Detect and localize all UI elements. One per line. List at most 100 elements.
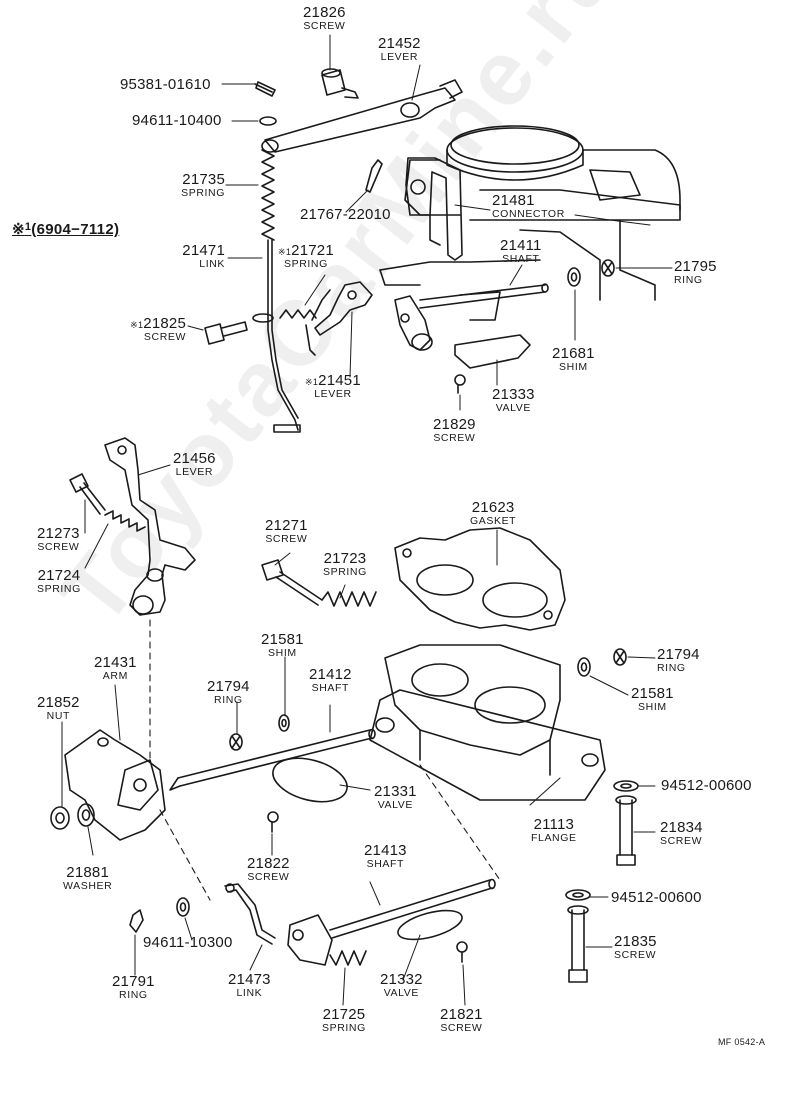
- part-name: CONNECTOR: [492, 208, 565, 220]
- screw-21821-drawing: [456, 941, 468, 963]
- part-name: SCREW: [143, 331, 186, 343]
- callout-21835: 21835 SCREW: [614, 934, 657, 961]
- callout-21456: 21456 LEVER: [173, 451, 216, 478]
- part-number: 21791: [112, 973, 155, 990]
- part-number: 21721: [291, 242, 334, 259]
- flange-21113-drawing: [369, 644, 606, 801]
- callout-21273: 21273 SCREW: [37, 526, 80, 553]
- part-number: 21826: [303, 4, 346, 21]
- screw-21273-drawing: [69, 473, 106, 515]
- callout-21331: 21331 VALVE: [374, 784, 417, 811]
- part-name: SHAFT: [366, 858, 405, 870]
- part-name: SPRING: [322, 1022, 366, 1034]
- part-number: 21794: [207, 678, 250, 695]
- callout-21431: 21431 ARM: [94, 655, 137, 682]
- washer-21881-drawing: [77, 803, 95, 827]
- callout-21735: 21735 SPRING: [165, 172, 225, 199]
- callout-21829: 21829 SCREW: [433, 417, 476, 444]
- part-number: 21623: [471, 499, 515, 516]
- part-number: 21333: [492, 386, 535, 403]
- shaft-21413-drawing: [287, 878, 496, 966]
- callout-21623: 21623 GASKET: [470, 500, 516, 527]
- series-note: ※1(6904−7112): [12, 221, 120, 238]
- washer-94611-10400-drawing: [259, 116, 277, 126]
- part-number: 21724: [37, 567, 81, 584]
- part-name: NUT: [46, 710, 71, 722]
- spring-21735-drawing: [261, 149, 275, 241]
- callout-21723: 21723 SPRING: [323, 551, 367, 578]
- part-name: VALVE: [383, 987, 419, 999]
- part-number: 21471: [182, 242, 225, 259]
- callout-21333: 21333 VALVE: [492, 387, 535, 414]
- part-number: 21825: [143, 315, 186, 332]
- callout-21113: 21113 FLANGE: [531, 817, 577, 844]
- callout-21834: 21834 SCREW: [660, 820, 703, 847]
- pin-95381-drawing: [254, 81, 276, 97]
- callout-21411: 21411 SHAFT: [500, 238, 542, 265]
- part-name: SCREW: [265, 533, 308, 545]
- washer-94512-upper-drawing: [613, 780, 639, 792]
- series-code: 1: [24, 221, 32, 233]
- part-name: SHIM: [559, 361, 588, 373]
- part-number: 21431: [94, 654, 137, 671]
- screw-21826-drawing: [321, 68, 359, 99]
- callout-21795: 21795 RING: [674, 259, 717, 286]
- part-name: LINK: [236, 987, 263, 999]
- callout-21451: ※121451 LEVER: [305, 373, 361, 400]
- callout-21791: 21791 RING: [112, 974, 155, 1001]
- callout-21767-22010: 21767-22010: [300, 206, 391, 223]
- part-name: SPRING: [37, 583, 81, 595]
- link-21471-drawing: [252, 239, 301, 433]
- part-name: SCREW: [440, 1022, 483, 1034]
- callout-94512-00600-lower: 94512-00600: [611, 889, 702, 906]
- series-marker: ※1: [130, 320, 144, 330]
- shim-21581-right-drawing: [577, 657, 591, 677]
- screw-21835-drawing: [567, 905, 589, 983]
- part-name: SPRING: [181, 187, 225, 199]
- lever-21451-drawing: [314, 281, 373, 336]
- ring-21791-drawing: [129, 909, 144, 933]
- screw-21825-drawing: [204, 321, 248, 345]
- cotter-pin-21767-drawing: [365, 159, 383, 193]
- part-name: SCREW: [433, 432, 476, 444]
- part-name: VALVE: [377, 799, 413, 811]
- callout-21721: ※121721 SPRING: [278, 243, 334, 270]
- part-name: ARM: [102, 670, 128, 682]
- part-number: 21113: [533, 816, 575, 833]
- callout-21794-left: 21794 RING: [207, 679, 250, 706]
- part-name: LEVER: [380, 51, 419, 63]
- callout-21332: 21332 VALVE: [380, 972, 423, 999]
- arm-21431-drawing: [64, 729, 166, 841]
- screw-21829-drawing: [454, 374, 466, 394]
- callout-21413: 21413 SHAFT: [364, 843, 407, 870]
- callout-94611-10400: 94611-10400: [132, 112, 222, 129]
- part-name: LINK: [199, 258, 225, 270]
- part-name: VALVE: [495, 402, 531, 414]
- screw-21271-drawing: [261, 559, 323, 606]
- leader-lines: [61, 34, 673, 1006]
- part-name: SHIM: [268, 647, 297, 659]
- part-number: 21681: [552, 345, 595, 362]
- part-name: SCREW: [614, 949, 657, 961]
- part-number: 21456: [173, 450, 216, 467]
- part-name: RING: [119, 989, 148, 1001]
- callout-21271: 21271 SCREW: [265, 518, 308, 545]
- part-number: 21411: [500, 237, 542, 254]
- part-name: LEVER: [314, 388, 352, 400]
- series-range: (6904−7112): [31, 221, 120, 238]
- spring-21721-drawing: [279, 289, 331, 356]
- assembly-guide-lines: [149, 619, 501, 901]
- gasket-21623-drawing: [394, 527, 566, 631]
- part-number: 21273: [37, 525, 80, 542]
- callout-21412: 21412 SHAFT: [309, 667, 352, 694]
- nut-21852-drawing: [50, 806, 70, 830]
- series-mark: ※: [12, 221, 25, 238]
- part-name: FLANGE: [531, 832, 577, 844]
- part-name: LEVER: [175, 466, 214, 478]
- part-number: 21412: [309, 666, 352, 683]
- washer-94512-lower-drawing: [565, 889, 591, 901]
- part-number: 21794: [657, 646, 700, 663]
- callout-21724: 21724 SPRING: [37, 568, 81, 595]
